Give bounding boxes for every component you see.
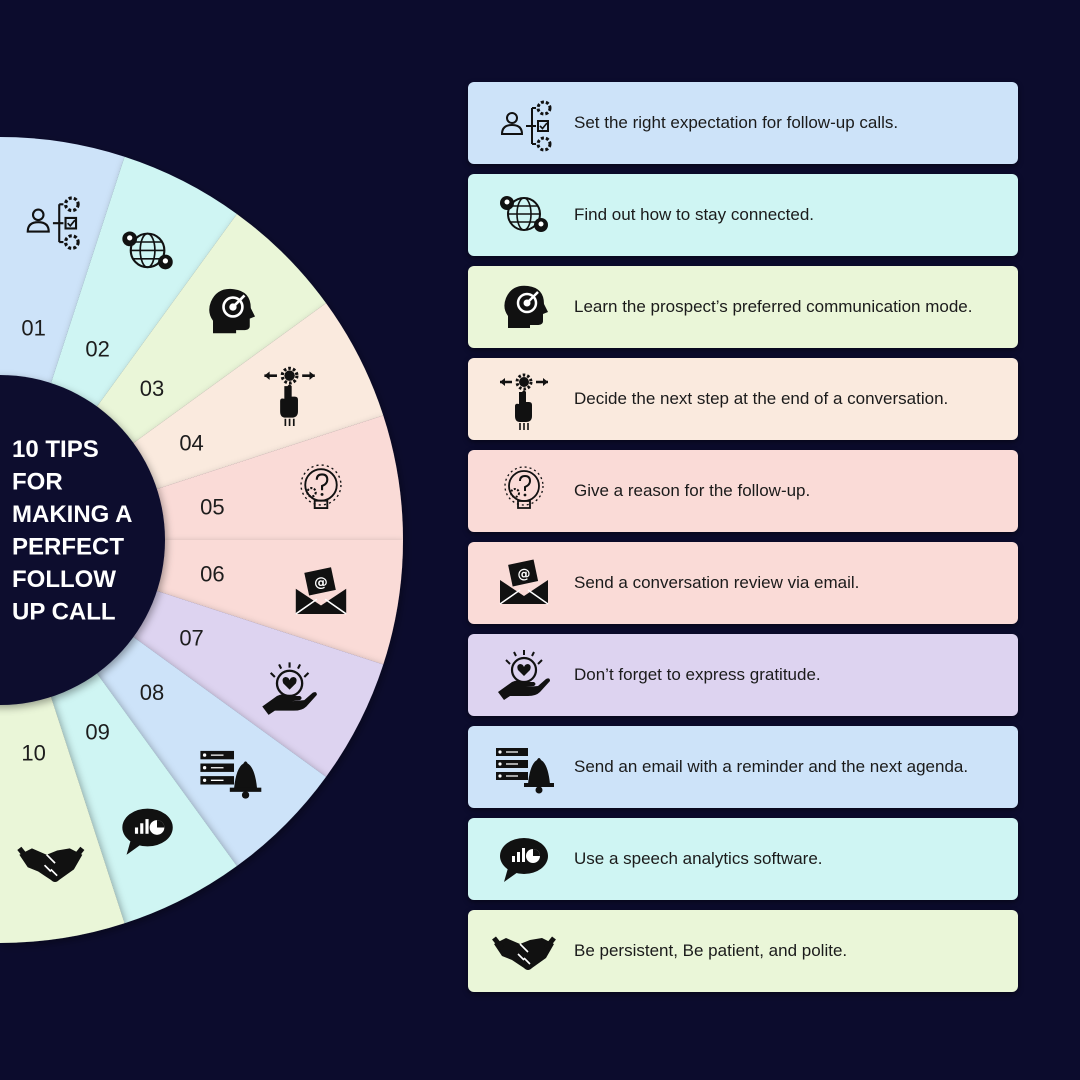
wheel-number-04: 04	[179, 430, 203, 455]
wheel-number-05: 05	[200, 494, 224, 519]
person-gears-icon	[500, 100, 552, 152]
tip-card-08: Send an email with a reminder and the ne…	[468, 726, 1018, 808]
hand-heart-icon	[496, 648, 552, 702]
wheel-number-02: 02	[85, 336, 109, 361]
tip-text: Don’t forget to express gratitude.	[574, 665, 821, 684]
head-target-icon	[503, 284, 550, 330]
tip-card-06: Send a conversation review via email.	[468, 542, 1018, 624]
title-line: 10 TIPS	[12, 436, 99, 463]
tip-text: Send a conversation review via email.	[574, 573, 860, 592]
wheel-number-07: 07	[179, 626, 203, 651]
tip-text: Learn the prospect’s preferred communica…	[574, 297, 973, 316]
tip-text: Give a reason for the follow-up.	[574, 481, 811, 500]
tip-card-01: Set the right expectation for follow-up …	[468, 82, 1018, 164]
handshake-icon	[492, 918, 556, 982]
globe-network-icon	[499, 195, 549, 233]
tip-card-07: Don’t forget to express gratitude.	[468, 634, 1018, 716]
tip-text: Use a speech analytics software.	[574, 849, 823, 868]
title-line: PERFECT	[12, 534, 124, 561]
wheel-number-08: 08	[140, 680, 164, 705]
tip-card-02: Find out how to stay connected.	[468, 174, 1018, 256]
tips-wheel: @	[0, 137, 403, 943]
tip-card-09: Use a speech analytics software.	[468, 818, 1018, 900]
title-line: MAKING A	[12, 501, 132, 528]
title-line: FOR	[12, 469, 63, 496]
tip-text: Set the right expectation for follow-up …	[574, 113, 899, 132]
email-envelope-icon	[499, 558, 549, 605]
title-line: UP CALL	[12, 599, 116, 626]
lightbulb-question-icon	[504, 466, 544, 509]
tip-card-04: Decide the next step at the end of a con…	[468, 358, 1018, 440]
wheel-number-06: 06	[200, 562, 224, 587]
wheel-number-09: 09	[85, 720, 109, 745]
tip-text: Find out how to stay connected.	[574, 205, 815, 224]
tip-text: Decide the next step at the end of a con…	[574, 389, 949, 408]
tip-text: Be persistent, Be patient, and polite.	[574, 941, 848, 960]
title-line: FOLLOW	[12, 566, 116, 593]
title-circle	[0, 375, 165, 705]
speech-chart-icon	[500, 838, 548, 882]
wheel-number-10: 10	[21, 740, 45, 765]
tip-card-05: Give a reason for the follow-up.	[468, 450, 1018, 532]
server-bell-icon	[495, 747, 555, 795]
tip-text: Send an email with a reminder and the ne…	[574, 757, 969, 776]
infographic-title: 10 TIPS FOR MAKING A PERFECT FOLLOW UP CALL	[12, 436, 132, 626]
hand-pointer-gear-icon	[498, 373, 550, 430]
wheel-number-01: 01	[21, 316, 45, 341]
wheel-number-03: 03	[140, 376, 164, 401]
tip-card-10: Be persistent, Be patient, and polite.	[468, 910, 1018, 992]
tip-card-03: Learn the prospect’s preferred communica…	[468, 266, 1018, 348]
